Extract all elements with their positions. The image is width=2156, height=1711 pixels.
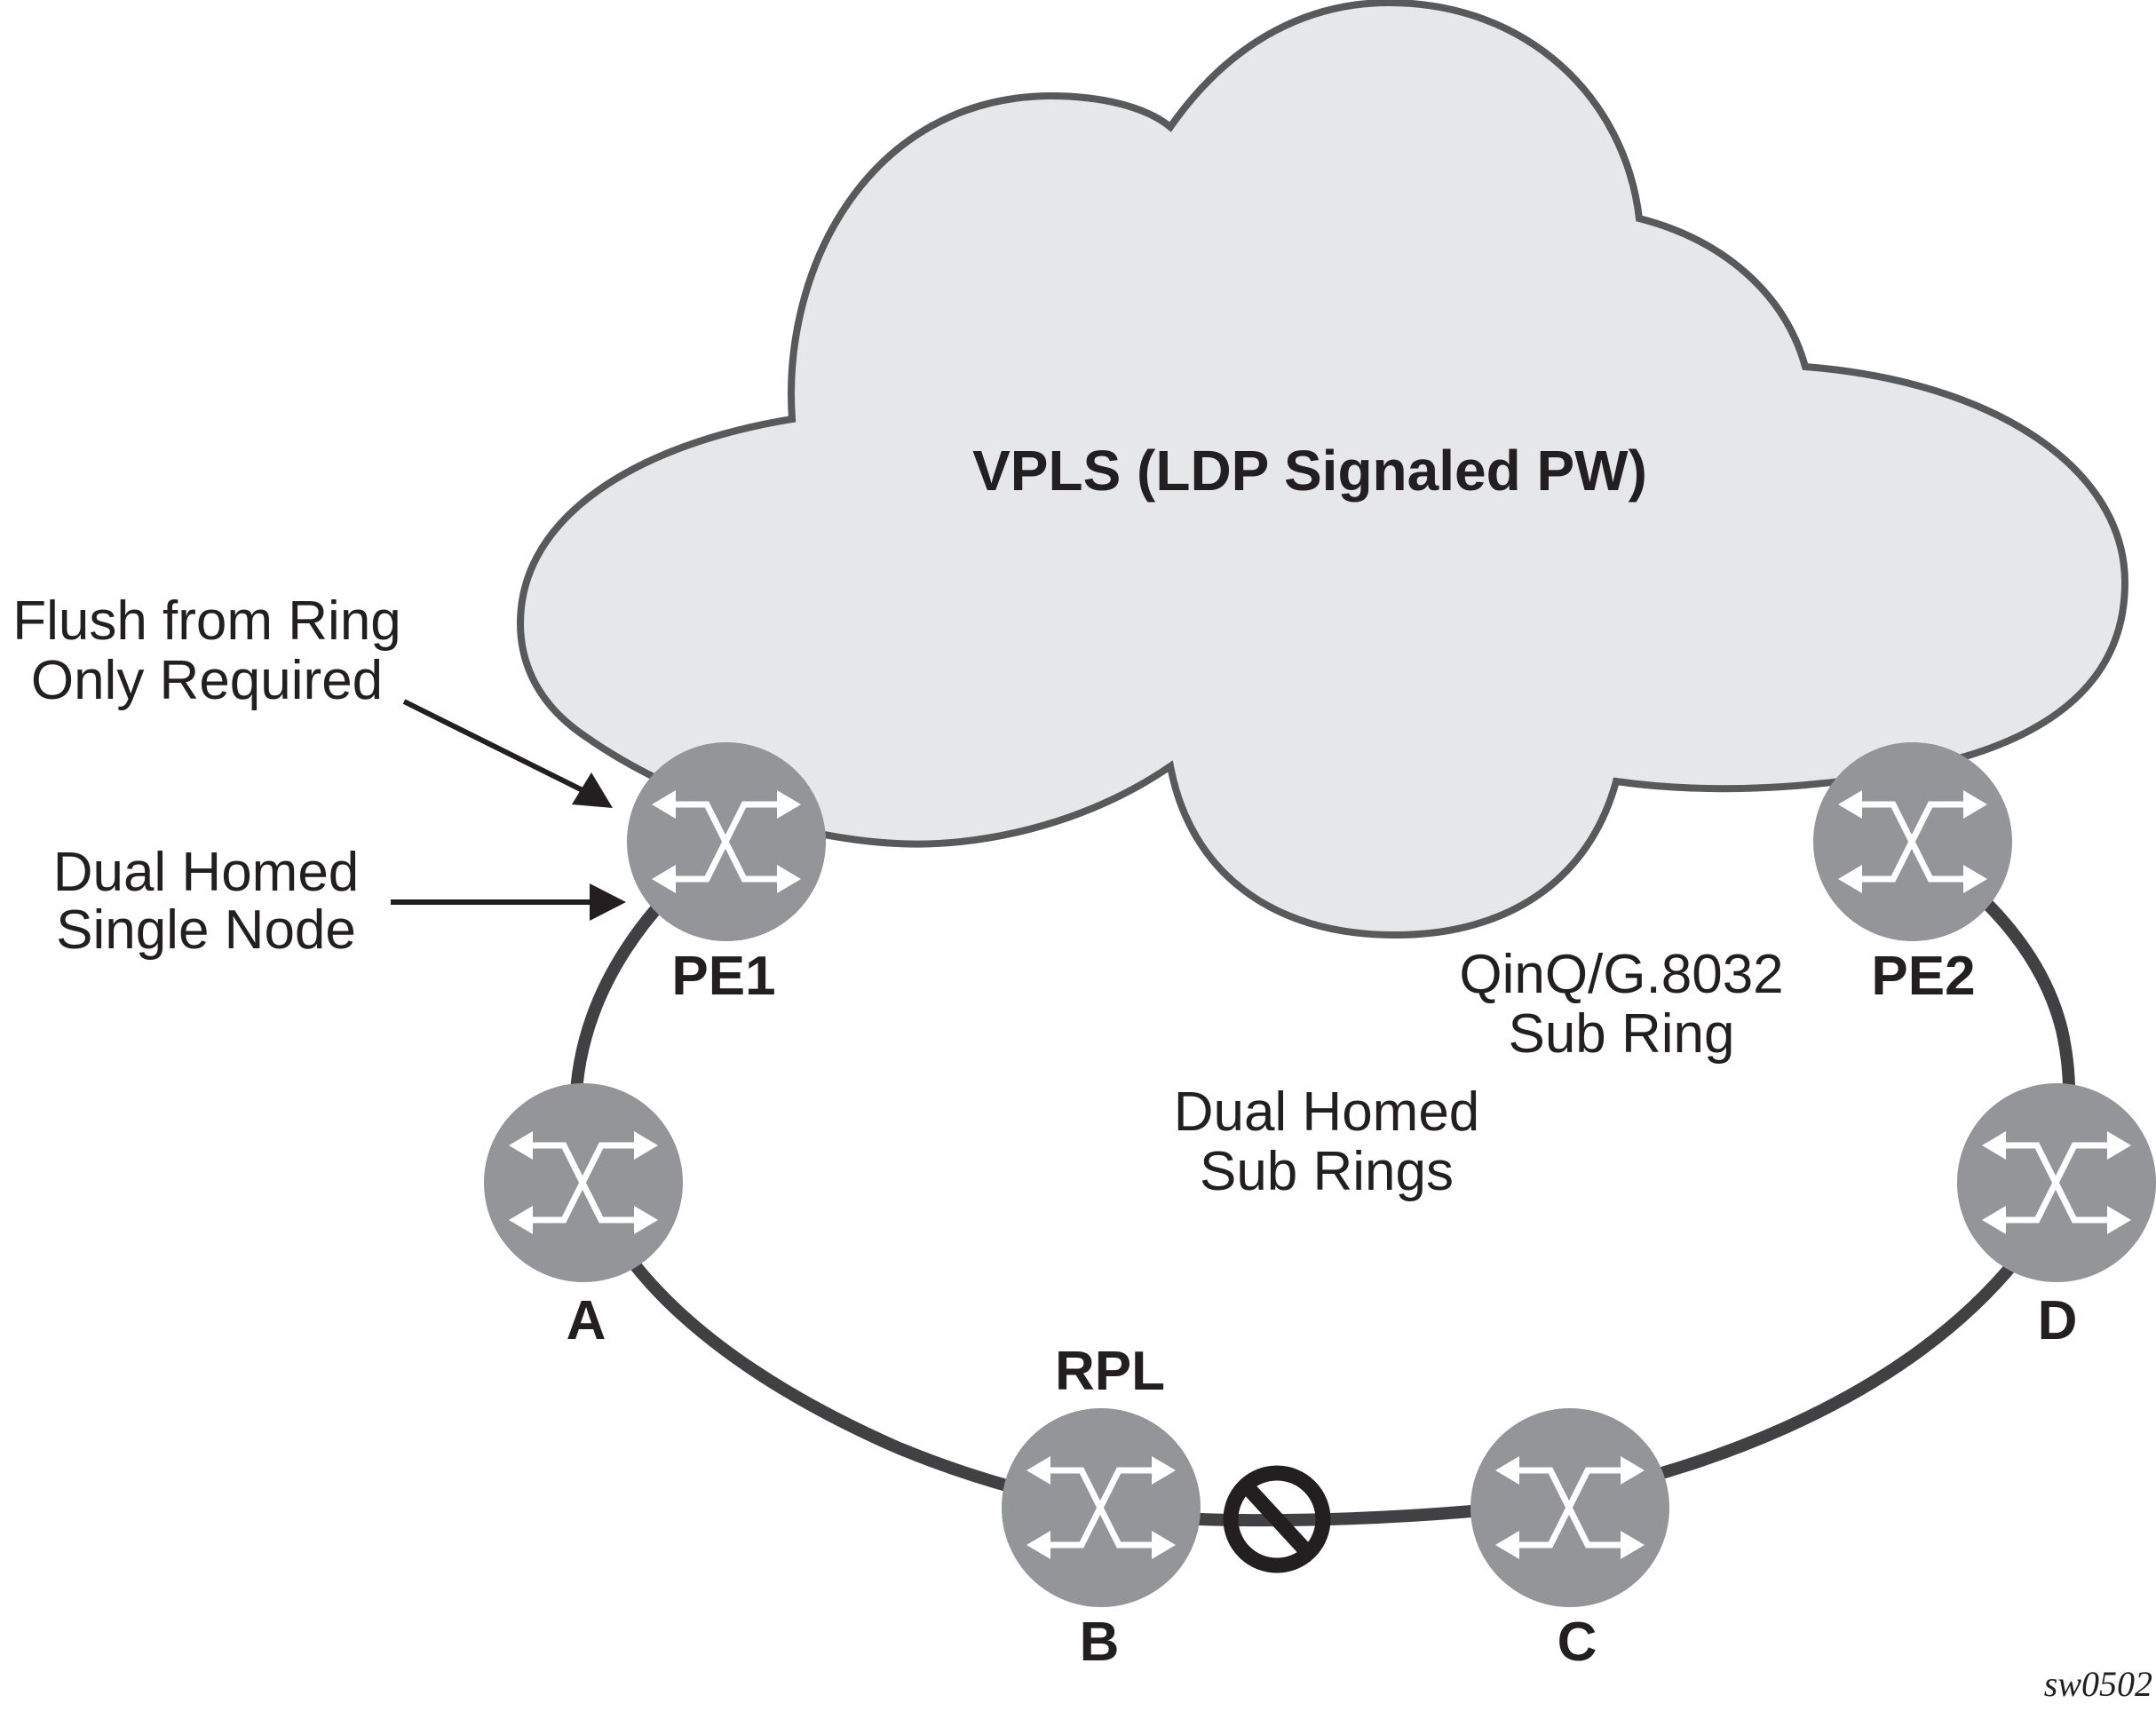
- cloud-title: VPLS (LDP Signaled PW): [972, 439, 1647, 503]
- node-d[interactable]: [1957, 1083, 2156, 1282]
- node-pe2[interactable]: [1813, 742, 2012, 941]
- node-label-b: B: [1080, 1612, 1120, 1673]
- node-label-a: A: [567, 1290, 606, 1351]
- ring-center-label-line2: Sub Rings: [1200, 1141, 1454, 1202]
- node-label-pe2: PE2: [1871, 946, 1975, 1007]
- node-role-label-rpl: RPL: [1055, 1341, 1165, 1402]
- node-label-pe1: PE1: [671, 946, 775, 1007]
- annotation-flush-arrow: [402, 699, 613, 808]
- sub-ring-label-line2: Sub Ring: [1508, 1003, 1734, 1065]
- annotation-dual-homed-line2: Single Node: [56, 899, 356, 961]
- figure-id: sw0502: [2044, 1664, 2152, 1704]
- sub-ring-label-line1: QinQ/G.8032: [1459, 944, 1783, 1005]
- node-pe1[interactable]: [627, 742, 826, 941]
- node-label-d: D: [2038, 1290, 2078, 1351]
- node-label-c: C: [1558, 1612, 1597, 1673]
- annotation-flush-line2: Only Required: [31, 650, 383, 711]
- node-b[interactable]: [1002, 1408, 1201, 1607]
- annotation-dual-homed-line1: Dual Homed: [53, 842, 360, 903]
- node-c[interactable]: [1470, 1408, 1669, 1607]
- annotation-flush-line1: Flush from Ring: [12, 590, 401, 652]
- ring-center-label-line1: Dual Homed: [1174, 1081, 1480, 1143]
- node-a[interactable]: [484, 1083, 683, 1282]
- blocked-icon: [1223, 1465, 1331, 1573]
- annotation-dual-homed-arrow: [391, 883, 626, 921]
